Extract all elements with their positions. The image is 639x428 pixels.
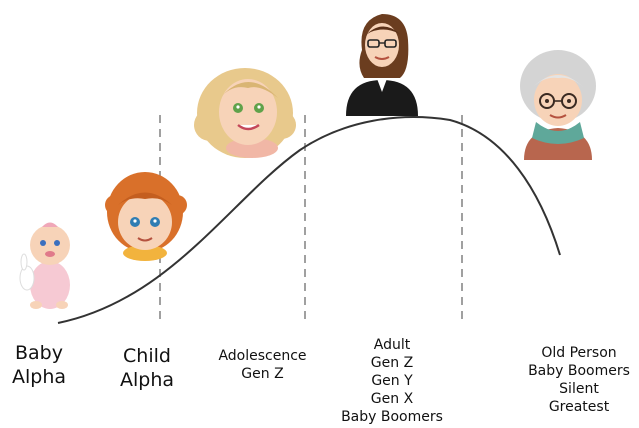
stage-label-line: Baby bbox=[15, 342, 63, 364]
stage-label-line: Adult bbox=[373, 337, 411, 353]
grandmother-icon bbox=[520, 50, 596, 160]
stage-label-child: Child Alpha bbox=[112, 344, 182, 392]
businesswoman-icon bbox=[346, 14, 418, 116]
stage-label-old: Old Person Baby Boomers Silent Greatest bbox=[520, 344, 638, 416]
stage-label-line: Child bbox=[123, 345, 171, 367]
stage-label-line: Silent bbox=[559, 381, 599, 397]
teen-girl-icon bbox=[194, 68, 296, 158]
stage-label-line: Baby Boomers bbox=[528, 363, 630, 379]
life-curve bbox=[57, 116, 561, 324]
stage-label-line: Baby Boomers bbox=[341, 409, 443, 425]
child-icon bbox=[105, 172, 187, 261]
stage-label-line: Greatest bbox=[548, 399, 610, 415]
stage-label-line: Gen Z bbox=[241, 366, 284, 382]
stage-label-baby: Baby Alpha bbox=[4, 341, 74, 389]
stage-label-line: Adolescence bbox=[218, 348, 307, 364]
stage-label-line: Gen X bbox=[370, 391, 414, 407]
stage-label-adult: Adult Gen Z Gen Y Gen X Baby Boomers bbox=[330, 336, 454, 426]
stage-label-line: Alpha bbox=[11, 366, 67, 388]
stage-label-line: Old Person bbox=[541, 345, 617, 361]
baby-icon bbox=[19, 222, 70, 309]
stage-label-line: Gen Y bbox=[371, 373, 413, 389]
stage-label-line: Alpha bbox=[119, 369, 175, 391]
stage-label-adolescence: Adolescence Gen Z bbox=[210, 347, 315, 383]
stage-label-line: Gen Z bbox=[370, 355, 414, 371]
